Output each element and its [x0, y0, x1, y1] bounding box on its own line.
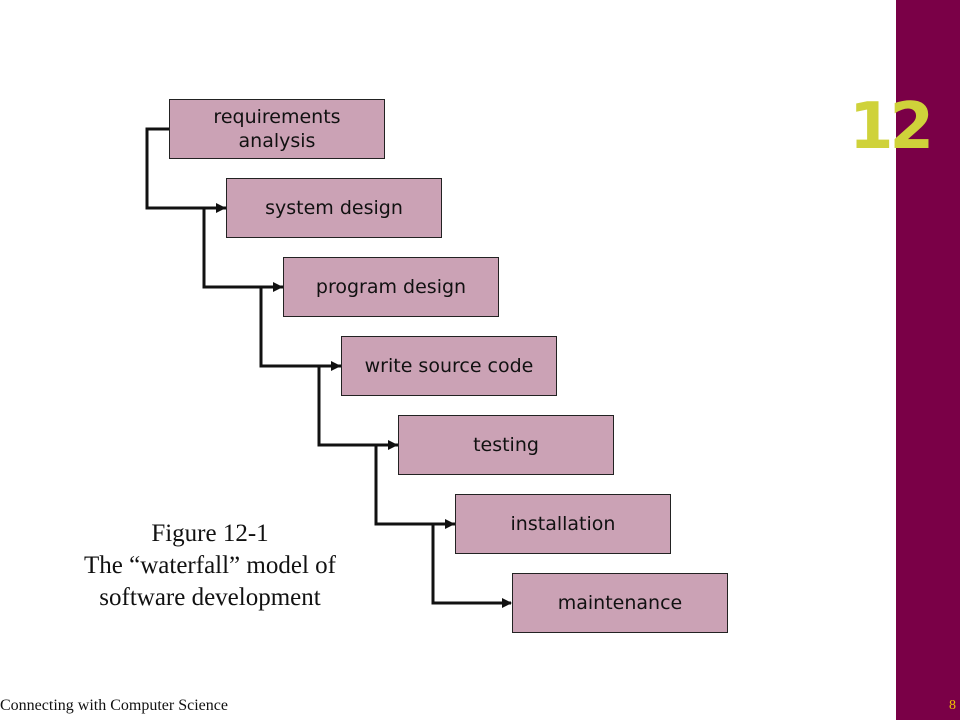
connector-arrow — [374, 443, 455, 529]
stage-label: program design — [315, 276, 467, 298]
side-bar — [896, 0, 960, 720]
stage-box-installation: installation — [455, 494, 671, 554]
stage-box-system-design: system design — [226, 178, 442, 238]
chapter-number: 12 — [849, 90, 934, 164]
stage-label: installation — [510, 513, 616, 535]
connector-arrow — [202, 206, 283, 292]
stage-box-program-design: program design — [283, 257, 499, 317]
stage-label: requirements analysis — [213, 106, 341, 152]
connector-arrow — [317, 364, 398, 450]
stage-box-requirements-analysis: requirements analysis — [169, 99, 385, 159]
stage-label: testing — [473, 434, 539, 456]
stage-label: write source code — [364, 355, 534, 377]
stage-box-testing: testing — [398, 415, 614, 475]
footer-title: Connecting with Computer Science — [0, 697, 228, 714]
connector-arrow — [431, 522, 512, 608]
connector-arrow — [145, 127, 226, 213]
stage-label: system design — [265, 197, 403, 219]
caption-title-line-2: software development — [99, 584, 321, 611]
figure-caption: Figure 12-1 The “waterfall” model of sof… — [40, 518, 380, 614]
connector-arrow — [259, 285, 341, 371]
stage-label: maintenance — [557, 592, 683, 614]
page-number: 8 — [949, 698, 956, 713]
stage-box-maintenance: maintenance — [512, 573, 728, 633]
caption-title-line-1: The “waterfall” model of — [84, 552, 336, 579]
caption-figure-number: Figure 12-1 — [151, 520, 269, 547]
stage-box-write-source-code: write source code — [341, 336, 557, 396]
